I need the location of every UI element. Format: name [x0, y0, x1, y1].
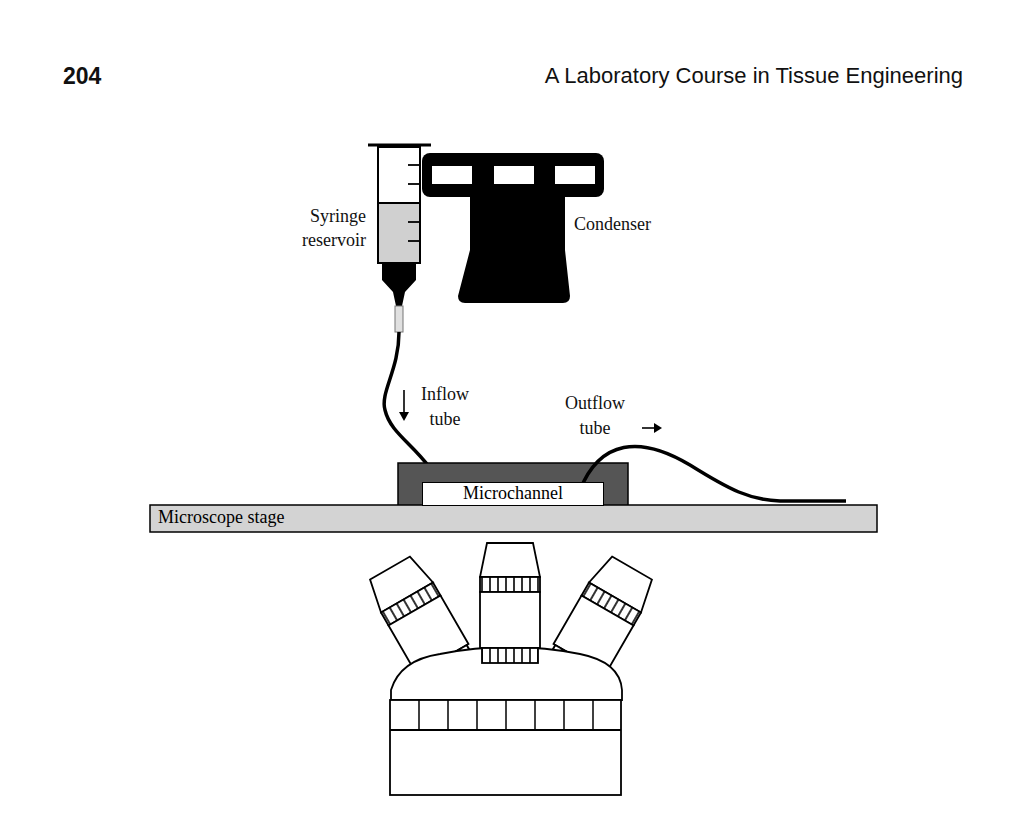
channel-box: Microchannel	[422, 482, 604, 506]
running-header: A Laboratory Course in Tissue Engineerin…	[440, 63, 963, 89]
page-number: 204	[63, 63, 123, 89]
outflow-tube	[580, 446, 846, 501]
syringe	[368, 145, 431, 332]
chip-housing	[398, 463, 628, 506]
part-label: Outflow tube	[556, 391, 634, 441]
part-label: Condenser	[574, 212, 684, 236]
stage-plate	[150, 505, 877, 532]
stage-band: Microscope stage	[150, 505, 877, 532]
part-label: Syringe reservoir	[278, 204, 366, 252]
part-label: Inflow tube	[412, 382, 478, 432]
objective-turret	[364, 543, 658, 795]
node-text: Microscope stage	[158, 505, 877, 529]
node-text: Microchannel	[423, 483, 603, 504]
